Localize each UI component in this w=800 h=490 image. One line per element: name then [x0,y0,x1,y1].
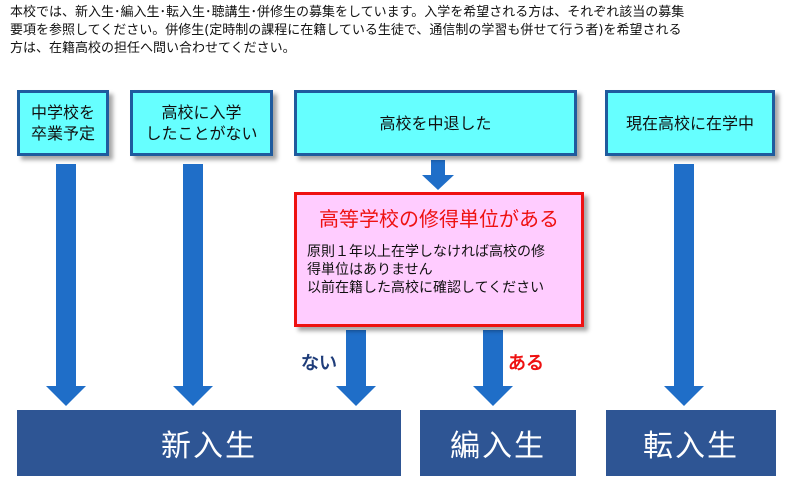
credits-line: 得単位はありません [307,262,433,278]
credits-title: 高等学校の修得単位がある [319,207,559,231]
situation-never-enrolled: 高校に入学 したことがない [130,90,273,156]
credits-decision-box: 高等学校の修得単位がある 原則１年以上在学しなければ高校の修 得単位はありません… [294,192,584,327]
situation-currently-enrolled: 現在高校に在学中 [605,90,775,156]
situation-label: 中学校を [30,103,95,122]
intro-line: 方は、在籍高校の担任へ問い合わせてください。 [10,41,296,56]
situation-label: 高校を中退した [379,113,492,133]
branch-label-yes: ある [508,353,544,374]
arrow-down-icon [173,164,213,406]
branch-label-no: ない [301,353,337,374]
intro-line: 要項を参照してください。併修生(定時制の課程に在籍している生徒で、通信制の学習も… [10,23,682,38]
arrow-down-icon [473,330,513,406]
credits-line: 以前在籍した高校に確認してください [307,280,545,296]
destination-transfer: 転入生 [606,410,776,476]
situation-label: 高校に入学 [161,103,242,122]
arrow-down-icon [46,164,86,406]
intro-line: 本校では、新入生･編入生･転入生･聴講生･併修生の募集をしています。入学を希望さ… [10,5,685,20]
situation-dropped-out: 高校を中退した [294,90,577,156]
arrow-down-icon [422,160,454,190]
intro-text: 本校では、新入生･編入生･転入生･聴講生･併修生の募集をしています。入学を希望さ… [10,4,790,58]
arrow-down-icon [336,330,376,406]
arrow-down-icon [664,164,704,406]
credits-line: 原則１年以上在学しなければ高校の修 [307,244,545,260]
destination-transfer-credit: 編入生 [420,410,576,476]
situation-junior-high-graduating: 中学校を 卒業予定 [17,90,109,156]
situation-label: 現在高校に在学中 [625,113,754,133]
credits-description: 原則１年以上在学しなければ高校の修 得単位はありません 以前在籍した高校に確認し… [307,243,571,297]
destination-new-student: 新入生 [17,410,401,476]
situation-label: したことがない [145,124,258,143]
situation-label: 卒業予定 [30,124,95,143]
